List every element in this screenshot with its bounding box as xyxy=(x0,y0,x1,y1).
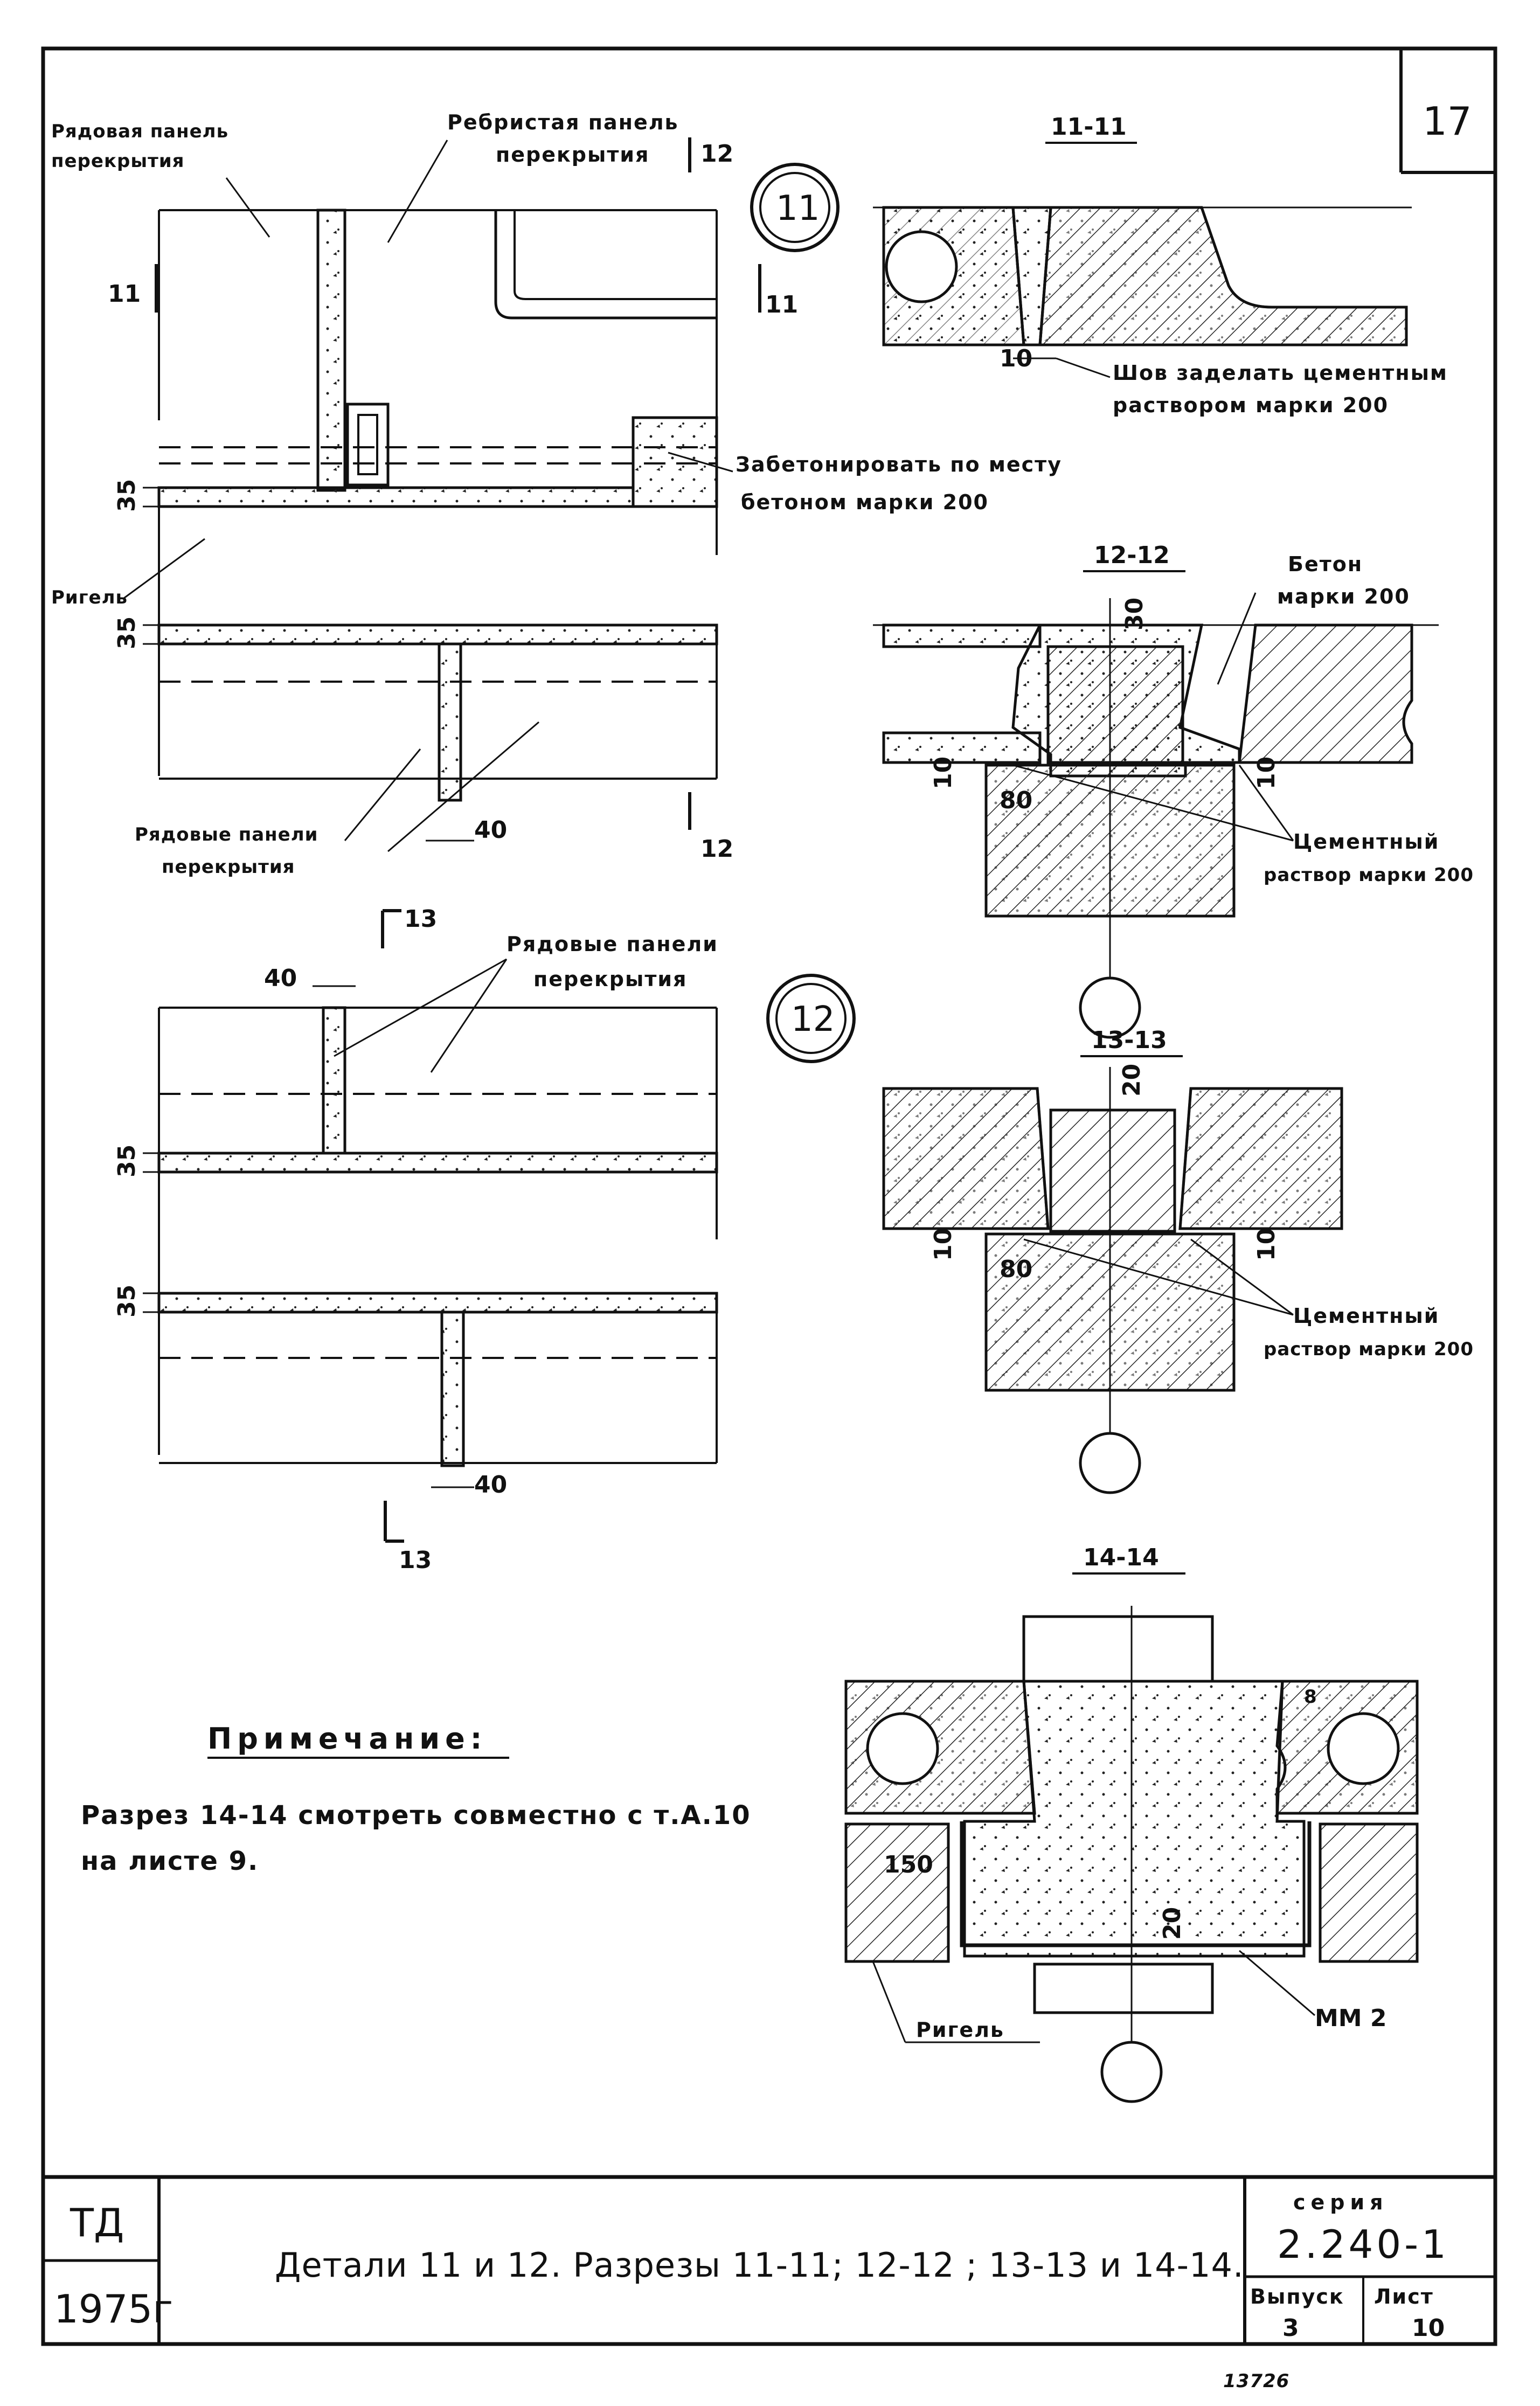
cut-11-left: 11 xyxy=(108,280,141,308)
sheet-frame xyxy=(41,46,1497,2346)
section-12-dim-10-right: 10 xyxy=(1253,757,1280,789)
marker-detail-11: 11 xyxy=(750,163,840,252)
cut-12-bottom: 12 xyxy=(700,835,733,863)
section-12-dim-80: 80 xyxy=(1000,787,1032,814)
cut-11-right: 11 xyxy=(765,291,798,318)
section-12-concrete-l2: марки 200 xyxy=(1277,585,1410,608)
section-12-12 xyxy=(873,592,1439,1039)
dim-35a-d12: 35 xyxy=(113,1145,141,1177)
label-row-panels-d11-l1: Рядовые панели xyxy=(135,824,318,845)
section-12-title: 12-12 xyxy=(1094,542,1170,569)
stamp-td: ТД xyxy=(70,2200,124,2245)
marker-detail-12: 12 xyxy=(766,974,856,1063)
section-11-11 xyxy=(873,206,1412,378)
sheet-label: Лист xyxy=(1374,2285,1434,2308)
section-13-13 xyxy=(882,1067,1343,1494)
issue-label: Выпуск xyxy=(1250,2285,1344,2308)
section-14-mm2: ММ 2 xyxy=(1315,2005,1387,2032)
detail-12 xyxy=(143,909,718,1543)
section-14-dim-150: 150 xyxy=(884,1851,933,1878)
section-12-dim-10-left: 10 xyxy=(929,757,957,789)
detail-11 xyxy=(123,137,761,852)
cut-13-bottom: 13 xyxy=(399,1547,432,1574)
label-girder-d11: Ригель xyxy=(51,587,128,608)
note-line-1: Разрез 14-14 смотреть совместно с т.А.10 xyxy=(81,1800,751,1830)
section-13-dim-80: 80 xyxy=(1000,1256,1032,1283)
section-12-mortar-l1: Цементный xyxy=(1293,830,1439,854)
section-12-concrete-l1: Бетон xyxy=(1288,552,1363,576)
issue-value: 3 xyxy=(1282,2314,1299,2342)
section-11-dim-10: 10 xyxy=(1000,345,1032,372)
sheet-value: 10 xyxy=(1412,2314,1445,2342)
svg-text:11: 11 xyxy=(776,189,820,228)
section-13-dim-10-left: 10 xyxy=(929,1228,957,1261)
cut-12-top: 12 xyxy=(700,140,733,168)
svg-text:12: 12 xyxy=(791,1000,835,1039)
series-label: серия xyxy=(1293,2190,1389,2214)
inventory-number: 13726 xyxy=(1223,2370,1289,2392)
section-12-dim-30: 30 xyxy=(1121,598,1148,630)
sheet-title: Детали 11 и 12. Разрезы 11-11; 12-12 ; 1… xyxy=(275,2245,1244,2285)
section-14-dim-20: 20 xyxy=(1159,1907,1186,1940)
dim-40-bottom-d12: 40 xyxy=(474,1471,507,1499)
series-value: 2.240-1 xyxy=(1277,2222,1449,2267)
section-14-girder: Ригель xyxy=(916,2018,1004,2042)
dim-40-d11: 40 xyxy=(474,816,507,844)
label-row-panels-d12-l1: Рядовые панели xyxy=(507,932,718,956)
dim-40-top-d12: 40 xyxy=(264,965,297,992)
dim-35b-d11: 35 xyxy=(113,616,141,649)
section-14-dim-8: 8 xyxy=(1304,1686,1317,1708)
label-concrete-note-l1: Забетонировать по месту xyxy=(736,453,1062,476)
section-11-title: 11-11 xyxy=(1051,113,1127,141)
note-line-2: на листе 9. xyxy=(81,1846,259,1876)
section-13-title: 13-13 xyxy=(1091,1027,1167,1054)
label-ribbed-panel-l2: перекрытия xyxy=(496,143,649,167)
section-11-note-l2: раствором марки 200 xyxy=(1113,393,1389,417)
label-row-panel-l2: перекрытия xyxy=(51,150,184,172)
section-13-dim-20: 20 xyxy=(1118,1064,1146,1097)
label-row-panels-d11-l2: перекрытия xyxy=(162,856,295,878)
dim-35b-d12: 35 xyxy=(113,1285,141,1318)
year-label: 1975г xyxy=(54,2286,173,2332)
section-13-mortar-l1: Цементный xyxy=(1293,1304,1439,1328)
note-heading: Примечание: xyxy=(207,1722,487,1756)
section-13-dim-10-right: 10 xyxy=(1253,1228,1280,1261)
label-row-panel-l1: Рядовая панель xyxy=(51,121,228,142)
page-number: 17 xyxy=(1423,99,1472,144)
cut-13-top: 13 xyxy=(404,905,437,933)
section-12-mortar-l2: раствор марки 200 xyxy=(1264,864,1474,886)
label-row-panels-d12-l2: перекрытия xyxy=(533,967,687,991)
label-concrete-note-l2: бетоном марки 200 xyxy=(741,490,989,514)
dim-35a-d11: 35 xyxy=(113,479,141,512)
section-11-note-l1: Шов заделать цементным xyxy=(1113,361,1448,385)
section-14-14 xyxy=(844,1606,1419,2103)
label-ribbed-panel-l1: Ребристая панель xyxy=(447,110,679,134)
section-14-title: 14-14 xyxy=(1083,1544,1159,1571)
section-13-mortar-l2: раствор марки 200 xyxy=(1264,1339,1474,1360)
